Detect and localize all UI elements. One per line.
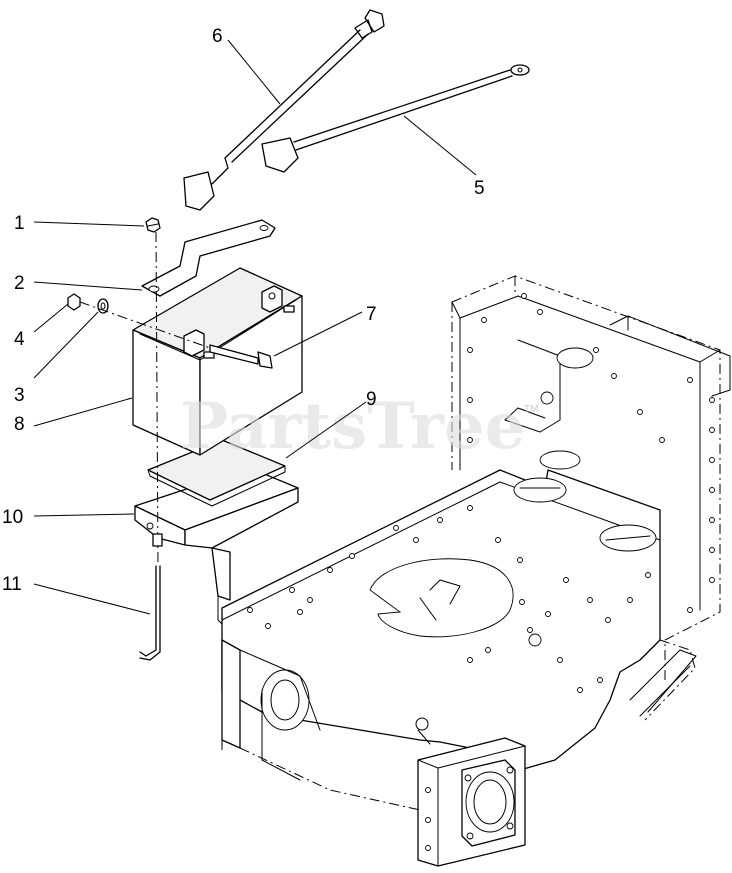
- callout-10: 10: [2, 507, 23, 528]
- callout-4: 4: [14, 329, 25, 350]
- callout-3: 3: [14, 385, 25, 406]
- hold-down-bracket: [141, 219, 276, 297]
- bolt: [209, 344, 273, 369]
- callout-8: 8: [14, 414, 25, 435]
- battery-tray: [134, 467, 299, 625]
- callout-leaders: [33, 39, 477, 615]
- battery: [132, 267, 303, 456]
- callout-5: 5: [474, 178, 485, 199]
- callout-1: 1: [14, 213, 25, 234]
- terminal-nut: [67, 293, 81, 311]
- negative-cable: [261, 64, 530, 173]
- callout-9: 9: [366, 389, 377, 410]
- hold-down-rod: [139, 231, 163, 661]
- bolt-axis-line: [79, 301, 211, 349]
- callout-numbers: 1 2 3 4 5 6 7 8 9 10 11: [2, 26, 485, 595]
- watermark-trademark: TM: [524, 404, 538, 415]
- callout-2: 2: [14, 273, 25, 294]
- callout-6: 6: [212, 26, 223, 47]
- positive-cable: [183, 9, 385, 211]
- watermark-text: PartsTree: [180, 389, 525, 464]
- callout-11: 11: [2, 574, 22, 595]
- frame-assembly: [221, 275, 731, 867]
- callout-7: 7: [366, 304, 377, 325]
- nut: [145, 217, 161, 233]
